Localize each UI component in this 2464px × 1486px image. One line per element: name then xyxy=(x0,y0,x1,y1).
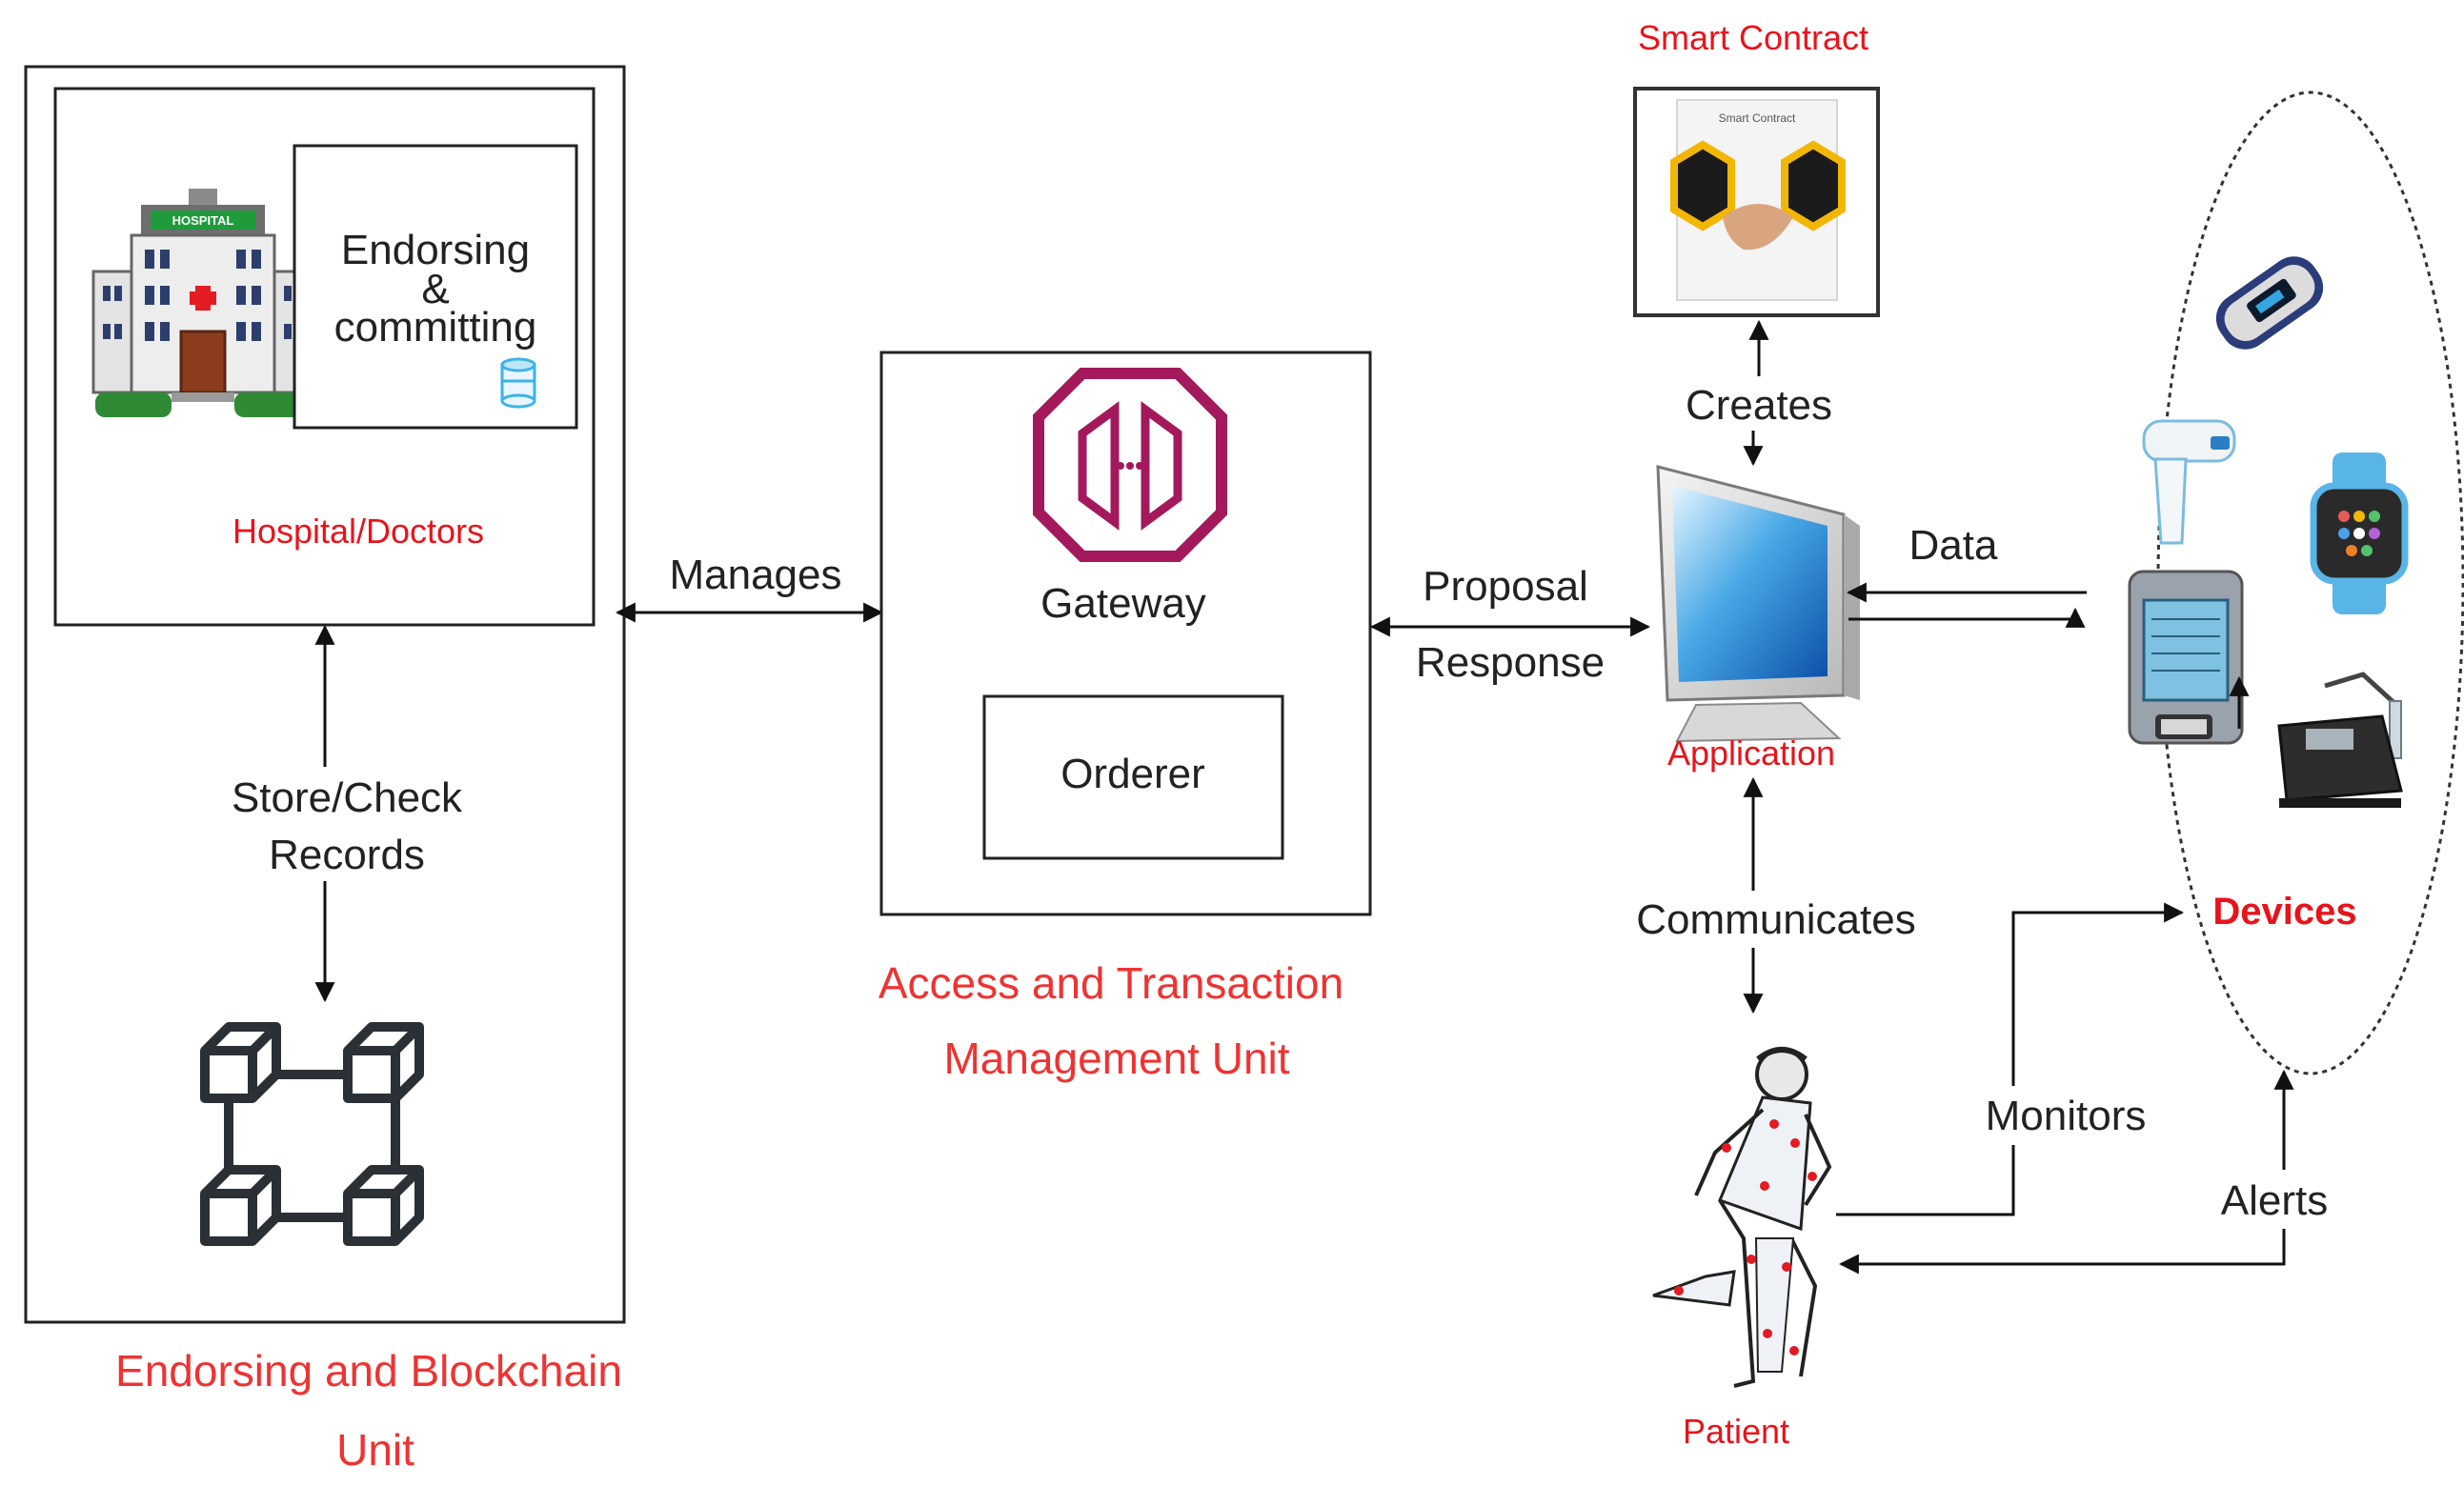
store-line-2: Records xyxy=(269,832,425,878)
store-label-bg xyxy=(200,767,476,881)
pulse-oximeter-icon xyxy=(2215,256,2324,350)
alerts-arrow xyxy=(1838,1074,2286,1275)
application-icon xyxy=(1656,465,1860,743)
access-transaction-unit: Gateway Orderer Access and Transaction M… xyxy=(879,351,1372,1083)
smart-contract-icon: Smart Contract xyxy=(1633,87,1880,317)
endorse-line-1: Endorsing xyxy=(341,227,530,273)
handheld-monitor-icon xyxy=(2128,570,2244,745)
lab-meter-icon xyxy=(2277,672,2403,808)
gateway-icon xyxy=(1033,368,1227,562)
endorse-line-3: committing xyxy=(334,304,537,351)
orderer-label: Orderer xyxy=(1060,751,1205,797)
endorse-line-2: & xyxy=(421,266,449,312)
gateway-label: Gateway xyxy=(1040,580,1206,627)
creates-label: Creates xyxy=(1686,382,1832,429)
response-label: Response xyxy=(1416,639,1605,686)
alerts-label-bg xyxy=(2201,1170,2363,1229)
proposal-label: Proposal xyxy=(1423,563,1588,610)
endorsing-blockchain-unit: HOSPITAL Endorsing xyxy=(24,65,626,1475)
monitors-arrow xyxy=(1836,902,2185,1216)
smart-contract-label: Smart Contract xyxy=(1638,18,1868,57)
monitors-label-bg xyxy=(1963,1086,2172,1145)
alerts-label: Alerts xyxy=(2221,1177,2328,1224)
patient-icon xyxy=(1652,1047,1832,1388)
monitors-label: Monitors xyxy=(1986,1093,2147,1139)
smartwatch-icon xyxy=(2310,452,2409,614)
thermometer-icon xyxy=(2142,419,2236,545)
patient-label: Patient xyxy=(1683,1412,1789,1451)
communicates-label-bg xyxy=(1610,891,1953,948)
endorsing-unit-title-1: Endorsing and Blockchain xyxy=(115,1346,622,1396)
data-label: Data xyxy=(1909,522,1998,569)
application-label: Application xyxy=(1667,733,1835,773)
hospital-sign: HOSPITAL xyxy=(172,213,234,228)
database-icon xyxy=(500,357,536,409)
devices-label: Devices xyxy=(2212,891,2356,933)
communicates-label: Communicates xyxy=(1636,896,1915,943)
smart-contract-doc-title: Smart Contract xyxy=(1719,111,1796,125)
store-line-1: Store/Check xyxy=(232,774,463,821)
hospital-doctors-label: Hospital/Doctors xyxy=(232,512,484,551)
hospital-icon: HOSPITAL xyxy=(91,189,314,417)
access-unit-title-1: Access and Transaction xyxy=(879,958,1343,1008)
orderer-box xyxy=(982,694,1284,860)
endorsing-unit-title-2: Unit xyxy=(336,1425,414,1475)
blockchain-icon xyxy=(200,1022,424,1246)
manages-label: Manages xyxy=(669,552,841,598)
access-unit-title-2: Management Unit xyxy=(943,1034,1289,1083)
